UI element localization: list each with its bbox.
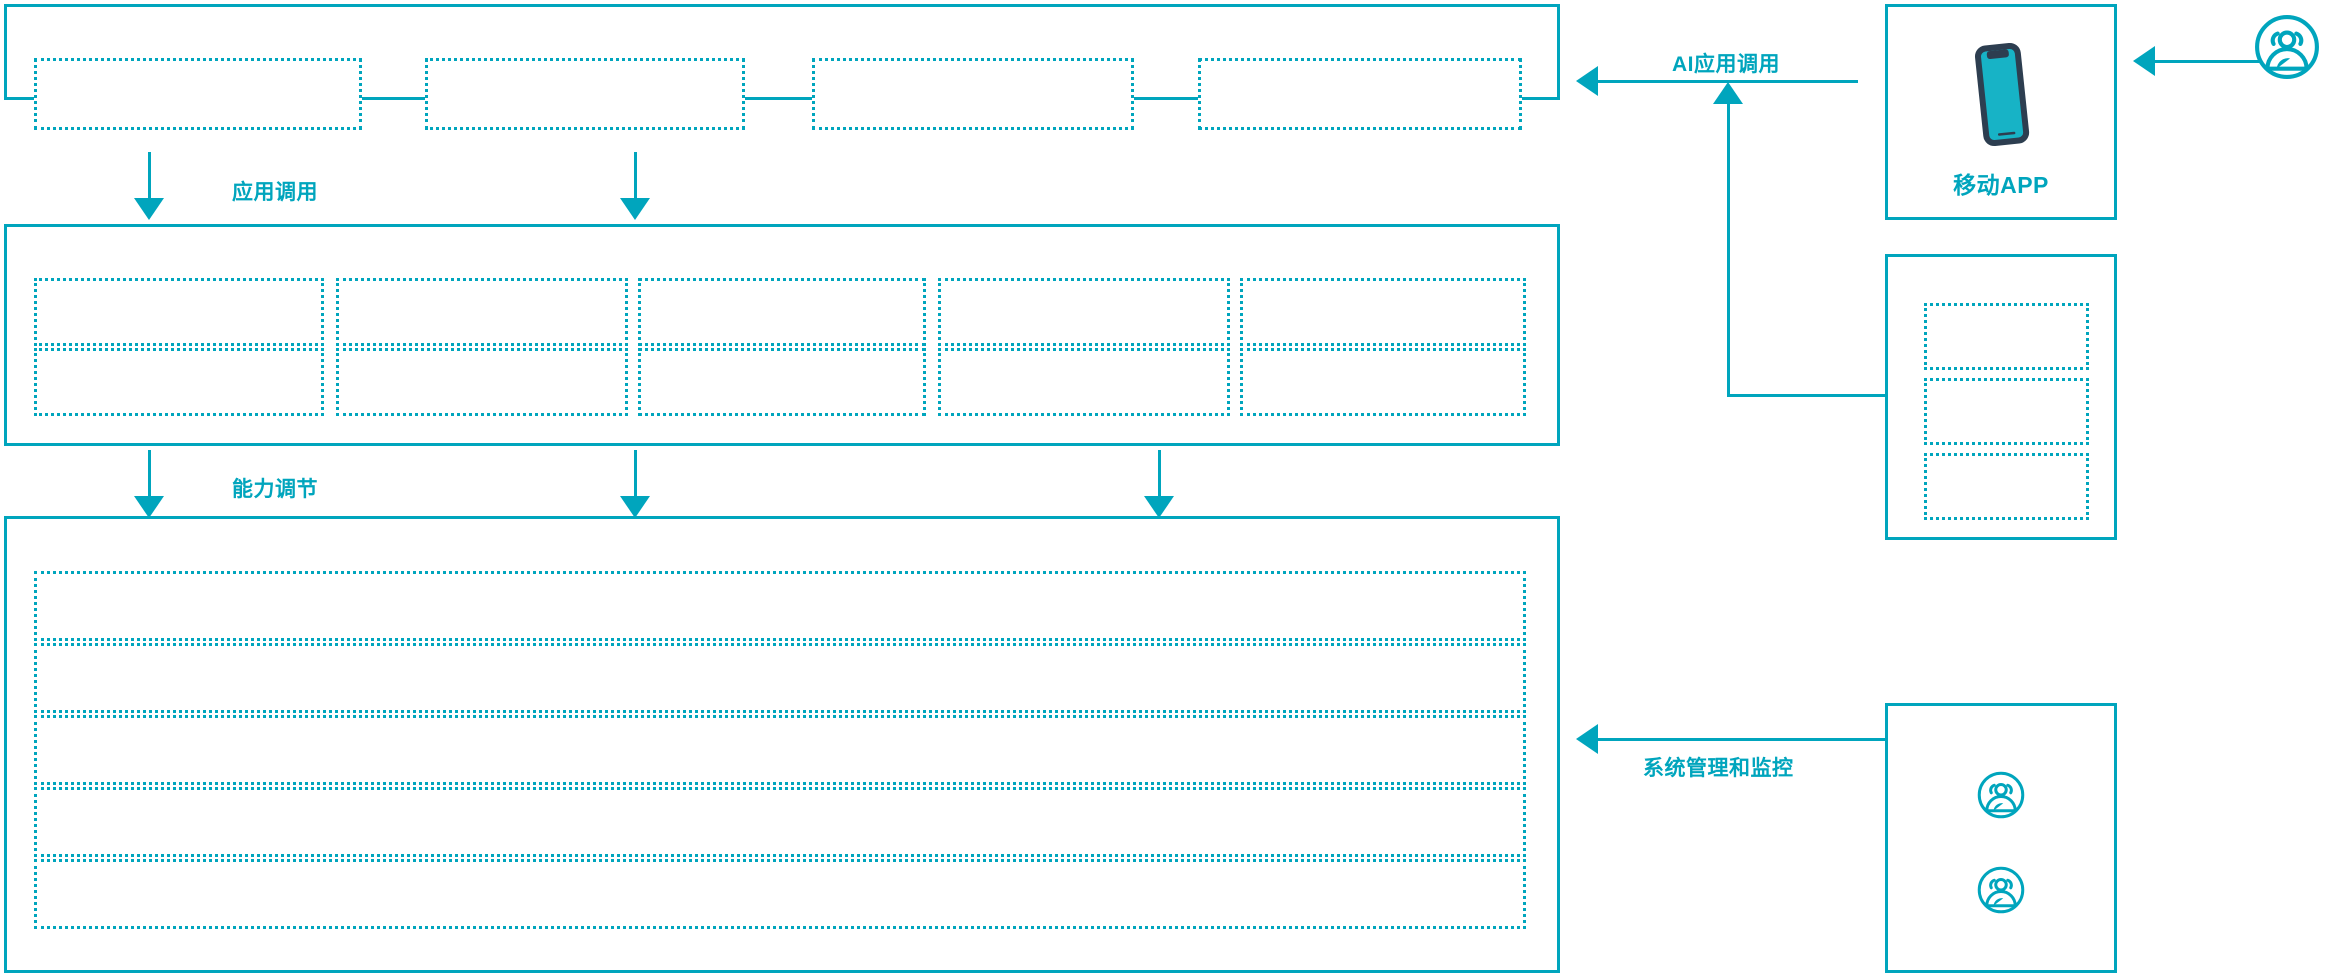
infrastructure-row-1[interactable] [34,571,1526,641]
edge-ai-app-invoke-riser [1727,104,1730,396]
external-user-arrow-head [2133,46,2155,76]
capability-slot-5-bottom[interactable] [1240,348,1526,416]
operations-panel[interactable] [1885,703,2117,973]
app-slot-4[interactable] [1198,58,1522,130]
channel-slot-1[interactable] [1924,303,2089,370]
edge-ai-app-invoke-line [1598,80,1858,83]
smartphone-icon [1973,42,2031,147]
infrastructure-row-4[interactable] [34,787,1526,857]
app-slot-1[interactable] [34,58,362,130]
channel-slot-3[interactable] [1924,453,2089,520]
edge-capability-adjust-stem-2 [634,450,637,498]
edge-capability-adjust-stem-3 [1158,450,1161,498]
infrastructure-row-2[interactable] [34,643,1526,713]
capability-slot-5-top[interactable] [1240,278,1526,346]
capability-slot-2-top[interactable] [336,278,628,346]
capability-slot-3-top[interactable] [638,278,926,346]
external-user-icon[interactable] [2254,14,2320,80]
external-user-arrow-line [2155,60,2260,63]
edge-app-invoke-stem-1 [148,152,151,200]
capability-slot-4-bottom[interactable] [938,348,1230,416]
edge-ai-app-invoke-elbow [1727,394,1885,397]
capability-slot-4-top[interactable] [938,278,1230,346]
capability-slot-1-top[interactable] [34,278,324,346]
infrastructure-row-5[interactable] [34,859,1526,929]
mobile-app-label: 移动APP [1953,172,2049,198]
edge-ai-app-invoke-label: AI应用调用 [1672,53,1780,76]
user-group-icon-2[interactable] [1977,866,2025,914]
edge-app-invoke-head-2 [620,198,650,220]
app-slot-2[interactable] [425,58,745,130]
edge-app-invoke-head-1 [134,198,164,220]
edge-capability-adjust-label: 能力调节 [232,478,318,501]
edge-app-invoke-stem-2 [634,152,637,200]
edge-ai-app-invoke-head [1576,66,1598,96]
infrastructure-row-3[interactable] [34,715,1526,785]
edge-system-admin-monitor-line [1598,738,1886,741]
edge-capability-adjust-head-3 [1144,496,1174,518]
edge-capability-adjust-head-2 [620,496,650,518]
capability-slot-3-bottom[interactable] [638,348,926,416]
edge-system-admin-monitor-label: 系统管理和监控 [1643,757,1794,780]
channel-slot-2[interactable] [1924,378,2089,445]
capability-slot-2-bottom[interactable] [336,348,628,416]
edge-capability-adjust-head-1 [134,496,164,518]
edge-ai-app-invoke-riser-head [1713,82,1743,104]
user-group-icon-1[interactable] [1977,771,2025,819]
edge-capability-adjust-stem-1 [148,450,151,498]
app-slot-3[interactable] [812,58,1134,130]
capability-slot-1-bottom[interactable] [34,348,324,416]
edge-app-invoke-label: 应用调用 [232,181,318,204]
edge-system-admin-monitor-head [1576,724,1598,754]
